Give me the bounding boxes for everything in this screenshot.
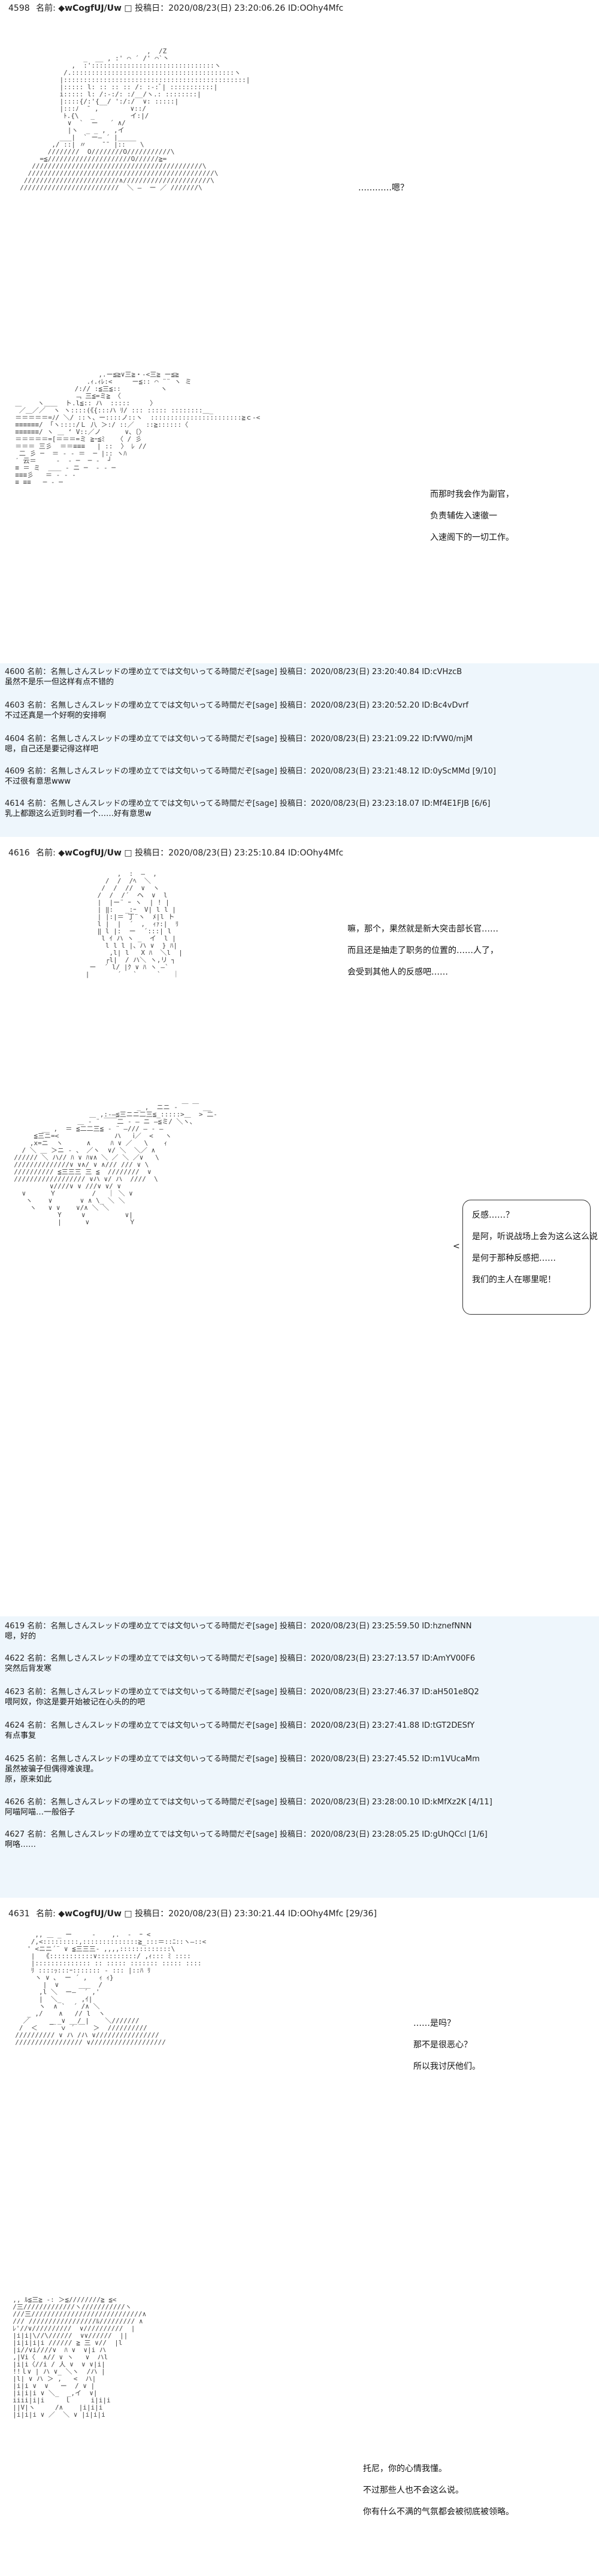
post-number[interactable]: 4598: [8, 4, 30, 13]
dialog-line: 会受到其他人的反感吧……: [347, 967, 448, 977]
post-name-label: 名前:: [36, 848, 56, 858]
dialog-line: 所以我讨厌他们。: [413, 2062, 480, 2071]
reply-post: 4623 名前：名無しさんスレッドの埋め立てでは文句いってる時間だぞ[sage]…: [5, 1687, 594, 1707]
dialog-line: …………嗯？: [358, 183, 409, 193]
reply-message: 不过还真是一个好啊的安排啊: [5, 711, 107, 720]
reply-meta[interactable]: 4619 名前：名無しさんスレッドの埋め立てでは文句いってる時間だぞ[sage]…: [5, 1622, 472, 1631]
reply-message: 嗯，自己还是要记得这样吧: [5, 745, 99, 754]
reply-post: 4614 名前：名無しさんスレッドの埋め立てでは文句いってる時間だぞ[sage]…: [5, 799, 594, 819]
reply-meta[interactable]: 4623 名前：名無しさんスレッドの埋め立てでは文句いってる時間だぞ[sage]…: [5, 1688, 479, 1697]
reply-meta[interactable]: 4603 名前：名無しさんスレッドの埋め立てでは文句いってる時間だぞ[sage]…: [5, 701, 469, 710]
reply-post: 4609 名前：名無しさんスレッドの埋め立てでは文句いってる時間だぞ[sage]…: [5, 766, 594, 787]
ascii-art-figure: ,, ＿ _ ー ‐ ,. ‐ ｰ < /,<:::::::::,:::::::…: [15, 1931, 207, 2046]
dialog-text: ……是吗？ 那不是很恶心？ 所以我讨厌他们。: [413, 2013, 480, 2077]
reply-meta[interactable]: 4604 名前：名無しさんスレッドの埋め立てでは文句いってる時間だぞ[sage]…: [5, 735, 473, 744]
reply-post: 4627 名前：名無しさんスレッドの埋め立てでは文句いってる時間だぞ[sage]…: [5, 1829, 594, 1850]
dialog-line: 入速阁下的一切工作。: [430, 533, 514, 542]
bubble-pointer-icon: <: [453, 1242, 460, 1251]
dialog-text: 反感……？ 是阿，听说战场上会为这么这么说， 是何于那种反感把…… 我们的主人在…: [472, 1204, 599, 1291]
reply-meta[interactable]: 4609 名前：名無しさんスレッドの埋め立てでは文句いってる時間だぞ[sage]…: [5, 767, 496, 776]
post-name-label: 名前:: [36, 4, 56, 13]
reply-meta[interactable]: 4624 名前：名無しさんスレッドの埋め立てでは文句いってる時間だぞ[sage]…: [5, 1721, 475, 1730]
post-header: 4598 名前: ◆wCogfUJ/Uw □ 投稿日：2020/08/23(日)…: [8, 2, 343, 14]
replies-section: 4600 名前：名無しさんスレッドの埋め立てでは文句いってる時間だぞ[sage]…: [0, 663, 599, 837]
reply-message: 原，原来如此: [5, 1775, 52, 1784]
replies-section: 4619 名前：名無しさんスレッドの埋め立てでは文句いってる時間だぞ[sage]…: [0, 1616, 599, 1898]
dialog-line: 反感……？: [472, 1210, 514, 1220]
reply-meta[interactable]: 4600 名前：名無しさんスレッドの埋め立てでは文句いってる時間だぞ[sage]…: [5, 667, 462, 676]
post-4631: 4631 名前: ◆wCogfUJ/Uw □ 投稿日：2020/08/23(日)…: [0, 1907, 599, 2572]
dialog-text: …………嗯？: [358, 177, 409, 199]
ascii-art-figure: ,, ﾙ≦三≧ -: ＞≦////////≧ ≦< /三////////////…: [13, 2296, 147, 2419]
reply-message: 嗯，好的: [5, 1632, 37, 1641]
post-header: 4616 名前: ◆wCogfUJ/Uw □ 投稿日：2020/08/23(日)…: [8, 846, 343, 858]
dialog-line: 而且还是抽走了职务的位置的……人了，: [347, 946, 498, 955]
post-date: □ 投稿日：2020/08/23(日) 23:25:10.84 ID:OOhy4…: [124, 848, 344, 858]
post-name-label: 名前:: [36, 1909, 56, 1919]
reply-meta[interactable]: 4626 名前：名無しさんスレッドの埋め立てでは文句いってる時間だぞ[sage]…: [5, 1798, 492, 1807]
dialog-line: 嘛，那个，果然就是新大突击部长官……: [347, 924, 498, 934]
ascii-art-figure: , : ― , / / /ﾍ ＼ / / // ∨ ヽ / / /´ ヘ ∨ l…: [85, 870, 183, 978]
post-trip: ◆wCogfUJ/Uw: [58, 1909, 122, 1919]
post-trip: ◆wCogfUJ/Uw: [58, 848, 122, 858]
dialog-line: ……是吗？: [413, 2019, 455, 2028]
ascii-art-figure: , /Z _ __ , :' ⌒ ´ /' ⌒`丶 , :'::::::::::…: [20, 47, 250, 192]
post-4598: 4598 名前: ◆wCogfUJ/Uw □ 投稿日：2020/08/23(日)…: [0, 0, 599, 647]
dialog-line: 那不是很恶心？: [413, 2040, 472, 2050]
reply-post: 4604 名前：名無しさんスレッドの埋め立てでは文句いってる時間だぞ[sage]…: [5, 734, 594, 754]
post-header: 4631 名前: ◆wCogfUJ/Uw □ 投稿日：2020/08/23(日)…: [8, 1907, 377, 1919]
reply-message: 虽然被骗子但偶得难诶理。: [5, 1765, 99, 1774]
dialog-text: 嘛，那个，果然就是新大突击部长官…… 而且还是抽走了职务的位置的……人了， 会受…: [347, 918, 498, 983]
reply-post: 4603 名前：名無しさんスレッドの埋め立てでは文句いってる時間だぞ[sage]…: [5, 700, 594, 721]
ascii-art-figure: _ , ニニ ‐ ￣ ￣ __ ＿ ,:-―≦三ニニ二三≦_:::::>＿ > …: [14, 1103, 217, 1226]
reply-message: 喂阿奴，你这是要开始被记在心头的的吧: [5, 1698, 146, 1707]
ascii-art-figure: ,.ー≦≧∨三≧・-<三≧ ー≦≧ .ｨ.ｨﾚ:< ー≦:: ⌒ ¨¨ ヽ ミ …: [15, 371, 261, 486]
reply-message: 突然后背发寒: [5, 1664, 52, 1673]
reply-meta[interactable]: 4622 名前：名無しさんスレッドの埋め立てでは文句いってる時間だぞ[sage]…: [5, 1654, 476, 1663]
reply-message: 不过很有意思www: [5, 777, 71, 786]
dialog-line: 托尼，你的心情我懂。: [363, 2464, 447, 2474]
dialog-line: 是何于那种反感把……: [472, 1254, 556, 1263]
reply-meta[interactable]: 4614 名前：名無しさんスレッドの埋め立てでは文句いってる時間だぞ[sage]…: [5, 799, 491, 808]
post-trip: ◆wCogfUJ/Uw: [58, 4, 122, 13]
reply-post: 4626 名前：名無しさんスレッドの埋め立てでは文句いってる時間だぞ[sage]…: [5, 1797, 594, 1818]
post-date: □ 投稿日：2020/08/23(日) 23:30:21.44 ID:OOhy4…: [124, 1909, 377, 1919]
reply-message: 虽然不是乐一但这样有点不错的: [5, 678, 114, 687]
reply-message: 阿喵阿喵…一般俗子: [5, 1808, 75, 1817]
reply-post: 4619 名前：名無しさんスレッドの埋め立てでは文句いってる時間だぞ[sage]…: [5, 1621, 594, 1642]
reply-message: 啊咯……: [5, 1840, 37, 1849]
post-number[interactable]: 4616: [8, 848, 30, 858]
dialog-line: 你有什么不满的气氛都会被彻底被领略。: [363, 2507, 514, 2517]
dialog-line: 负责辅佐入速徹一: [430, 511, 497, 521]
reply-post: 4625 名前：名無しさんスレッドの埋め立てでは文句いってる時間だぞ[sage]…: [5, 1754, 594, 1785]
reply-meta[interactable]: 4625 名前：名無しさんスレッドの埋め立てでは文句いってる時間だぞ[sage]…: [5, 1755, 480, 1764]
dialog-line: 是阿，听说战场上会为这么这么说，: [472, 1232, 599, 1242]
reply-message: 乳上都跟这么近到时看一个……好有意思w: [5, 809, 152, 818]
dialog-line: 不过那些人也不会这么说。: [363, 2486, 464, 2495]
reply-post: 4624 名前：名無しさんスレッドの埋め立てでは文句いってる時間だぞ[sage]…: [5, 1721, 594, 1741]
speech-bubble: [462, 1200, 591, 1315]
dialog-text: 托尼，你的心情我懂。 不过那些人也不会这么说。 你有什么不满的气氛都会被彻底被领…: [363, 2458, 514, 2523]
dialog-text: 而那时我会作为副官， 负责辅佐入速徹一 入速阁下的一切工作。: [430, 484, 514, 548]
post-4616: 4616 名前: ◆wCogfUJ/Uw □ 投稿日：2020/08/23(日)…: [0, 846, 599, 1607]
post-date: □ 投稿日：2020/08/23(日) 23:20:06.26 ID:OOhy4…: [124, 4, 344, 13]
reply-meta[interactable]: 4627 名前：名無しさんスレッドの埋め立てでは文句いってる時間だぞ[sage]…: [5, 1830, 488, 1839]
reply-message: 有点事复: [5, 1731, 37, 1740]
dialog-line: 我们的主人在哪里呢！: [472, 1275, 556, 1285]
reply-post: 4600 名前：名無しさんスレッドの埋め立てでは文句いってる時間だぞ[sage]…: [5, 667, 594, 687]
reply-post: 4622 名前：名無しさんスレッドの埋め立てでは文句いってる時間だぞ[sage]…: [5, 1653, 594, 1674]
post-number[interactable]: 4631: [8, 1909, 30, 1919]
dialog-line: 而那时我会作为副官，: [430, 490, 514, 499]
